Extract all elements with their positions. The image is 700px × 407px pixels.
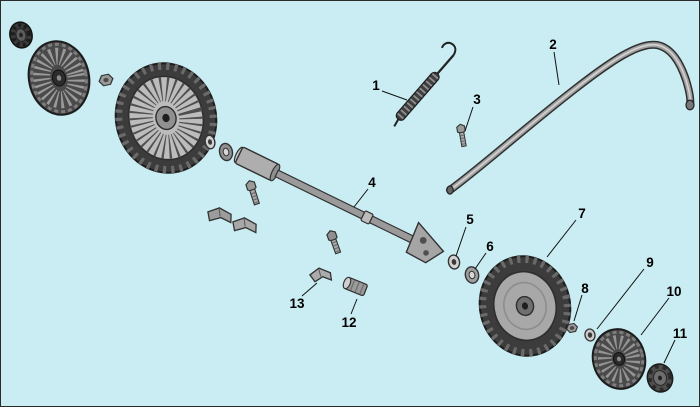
spring-coil xyxy=(395,71,440,121)
callout-3: 3 xyxy=(464,92,481,132)
callout-7: 7 xyxy=(546,206,586,258)
callout-8: 8 xyxy=(573,281,589,322)
bearing-washer-6 xyxy=(464,266,480,284)
callout-2: 2 xyxy=(549,37,560,86)
washer-5 xyxy=(447,254,461,270)
callout-label-12: 12 xyxy=(341,315,356,330)
callout-label-1: 1 xyxy=(372,78,380,93)
callout-label-3: 3 xyxy=(473,92,481,107)
handle-end-cap xyxy=(685,99,695,111)
callout-label-9: 9 xyxy=(646,255,654,270)
spring-rod xyxy=(393,41,457,127)
front-hub-cap xyxy=(9,21,33,49)
callout-4: 4 xyxy=(353,175,376,208)
axle-shaft-assembly xyxy=(233,146,445,264)
shoulder-bolt xyxy=(245,180,261,206)
callout-label-8: 8 xyxy=(581,281,589,296)
callout-label-6: 6 xyxy=(486,239,494,254)
callout-9: 9 xyxy=(596,255,654,330)
lock-nut xyxy=(565,322,579,334)
spring-hook xyxy=(440,41,457,56)
axle-shaft xyxy=(274,169,366,220)
callout-10: 10 xyxy=(640,284,682,336)
callout-label-11: 11 xyxy=(673,326,688,341)
callout-1: 1 xyxy=(372,78,408,101)
flat-washer-9 xyxy=(584,328,596,342)
callout-label-2: 2 xyxy=(549,37,557,52)
callout-11: 11 xyxy=(663,326,688,364)
tire-tread xyxy=(479,255,571,357)
callout-13: 13 xyxy=(289,282,318,311)
callout-label-7: 7 xyxy=(578,206,586,221)
clip-bracket xyxy=(308,267,333,283)
callouts: 1 2 3 4 5 6 7 8 xyxy=(289,37,688,364)
handle-tube xyxy=(446,40,695,195)
spring-rod-end xyxy=(436,54,455,75)
callout-label-4: 4 xyxy=(368,175,376,190)
middle-bolt xyxy=(326,230,342,255)
spokes xyxy=(128,77,204,159)
callout-label-5: 5 xyxy=(466,212,474,227)
spacer-bushing xyxy=(342,276,368,297)
callout-label-13: 13 xyxy=(289,296,305,311)
front-bearing xyxy=(218,142,234,162)
front-wheel-cover xyxy=(27,40,91,116)
axle-mount-plate xyxy=(405,221,445,264)
adjuster-bracket-a xyxy=(207,207,232,224)
callout-label-10: 10 xyxy=(666,284,681,299)
front-hex-nut xyxy=(98,73,114,87)
callout-12: 12 xyxy=(341,298,358,330)
hub-cap-11 xyxy=(646,363,674,393)
callout-5: 5 xyxy=(455,212,474,257)
rear-wheel-tire xyxy=(478,255,572,357)
front-washer xyxy=(204,134,216,150)
wheel-cover-10 xyxy=(591,328,647,390)
handle-bolt xyxy=(456,123,467,148)
callout-6: 6 xyxy=(474,239,494,270)
adjuster-bracket-b xyxy=(232,217,257,234)
front-tire xyxy=(114,62,218,174)
